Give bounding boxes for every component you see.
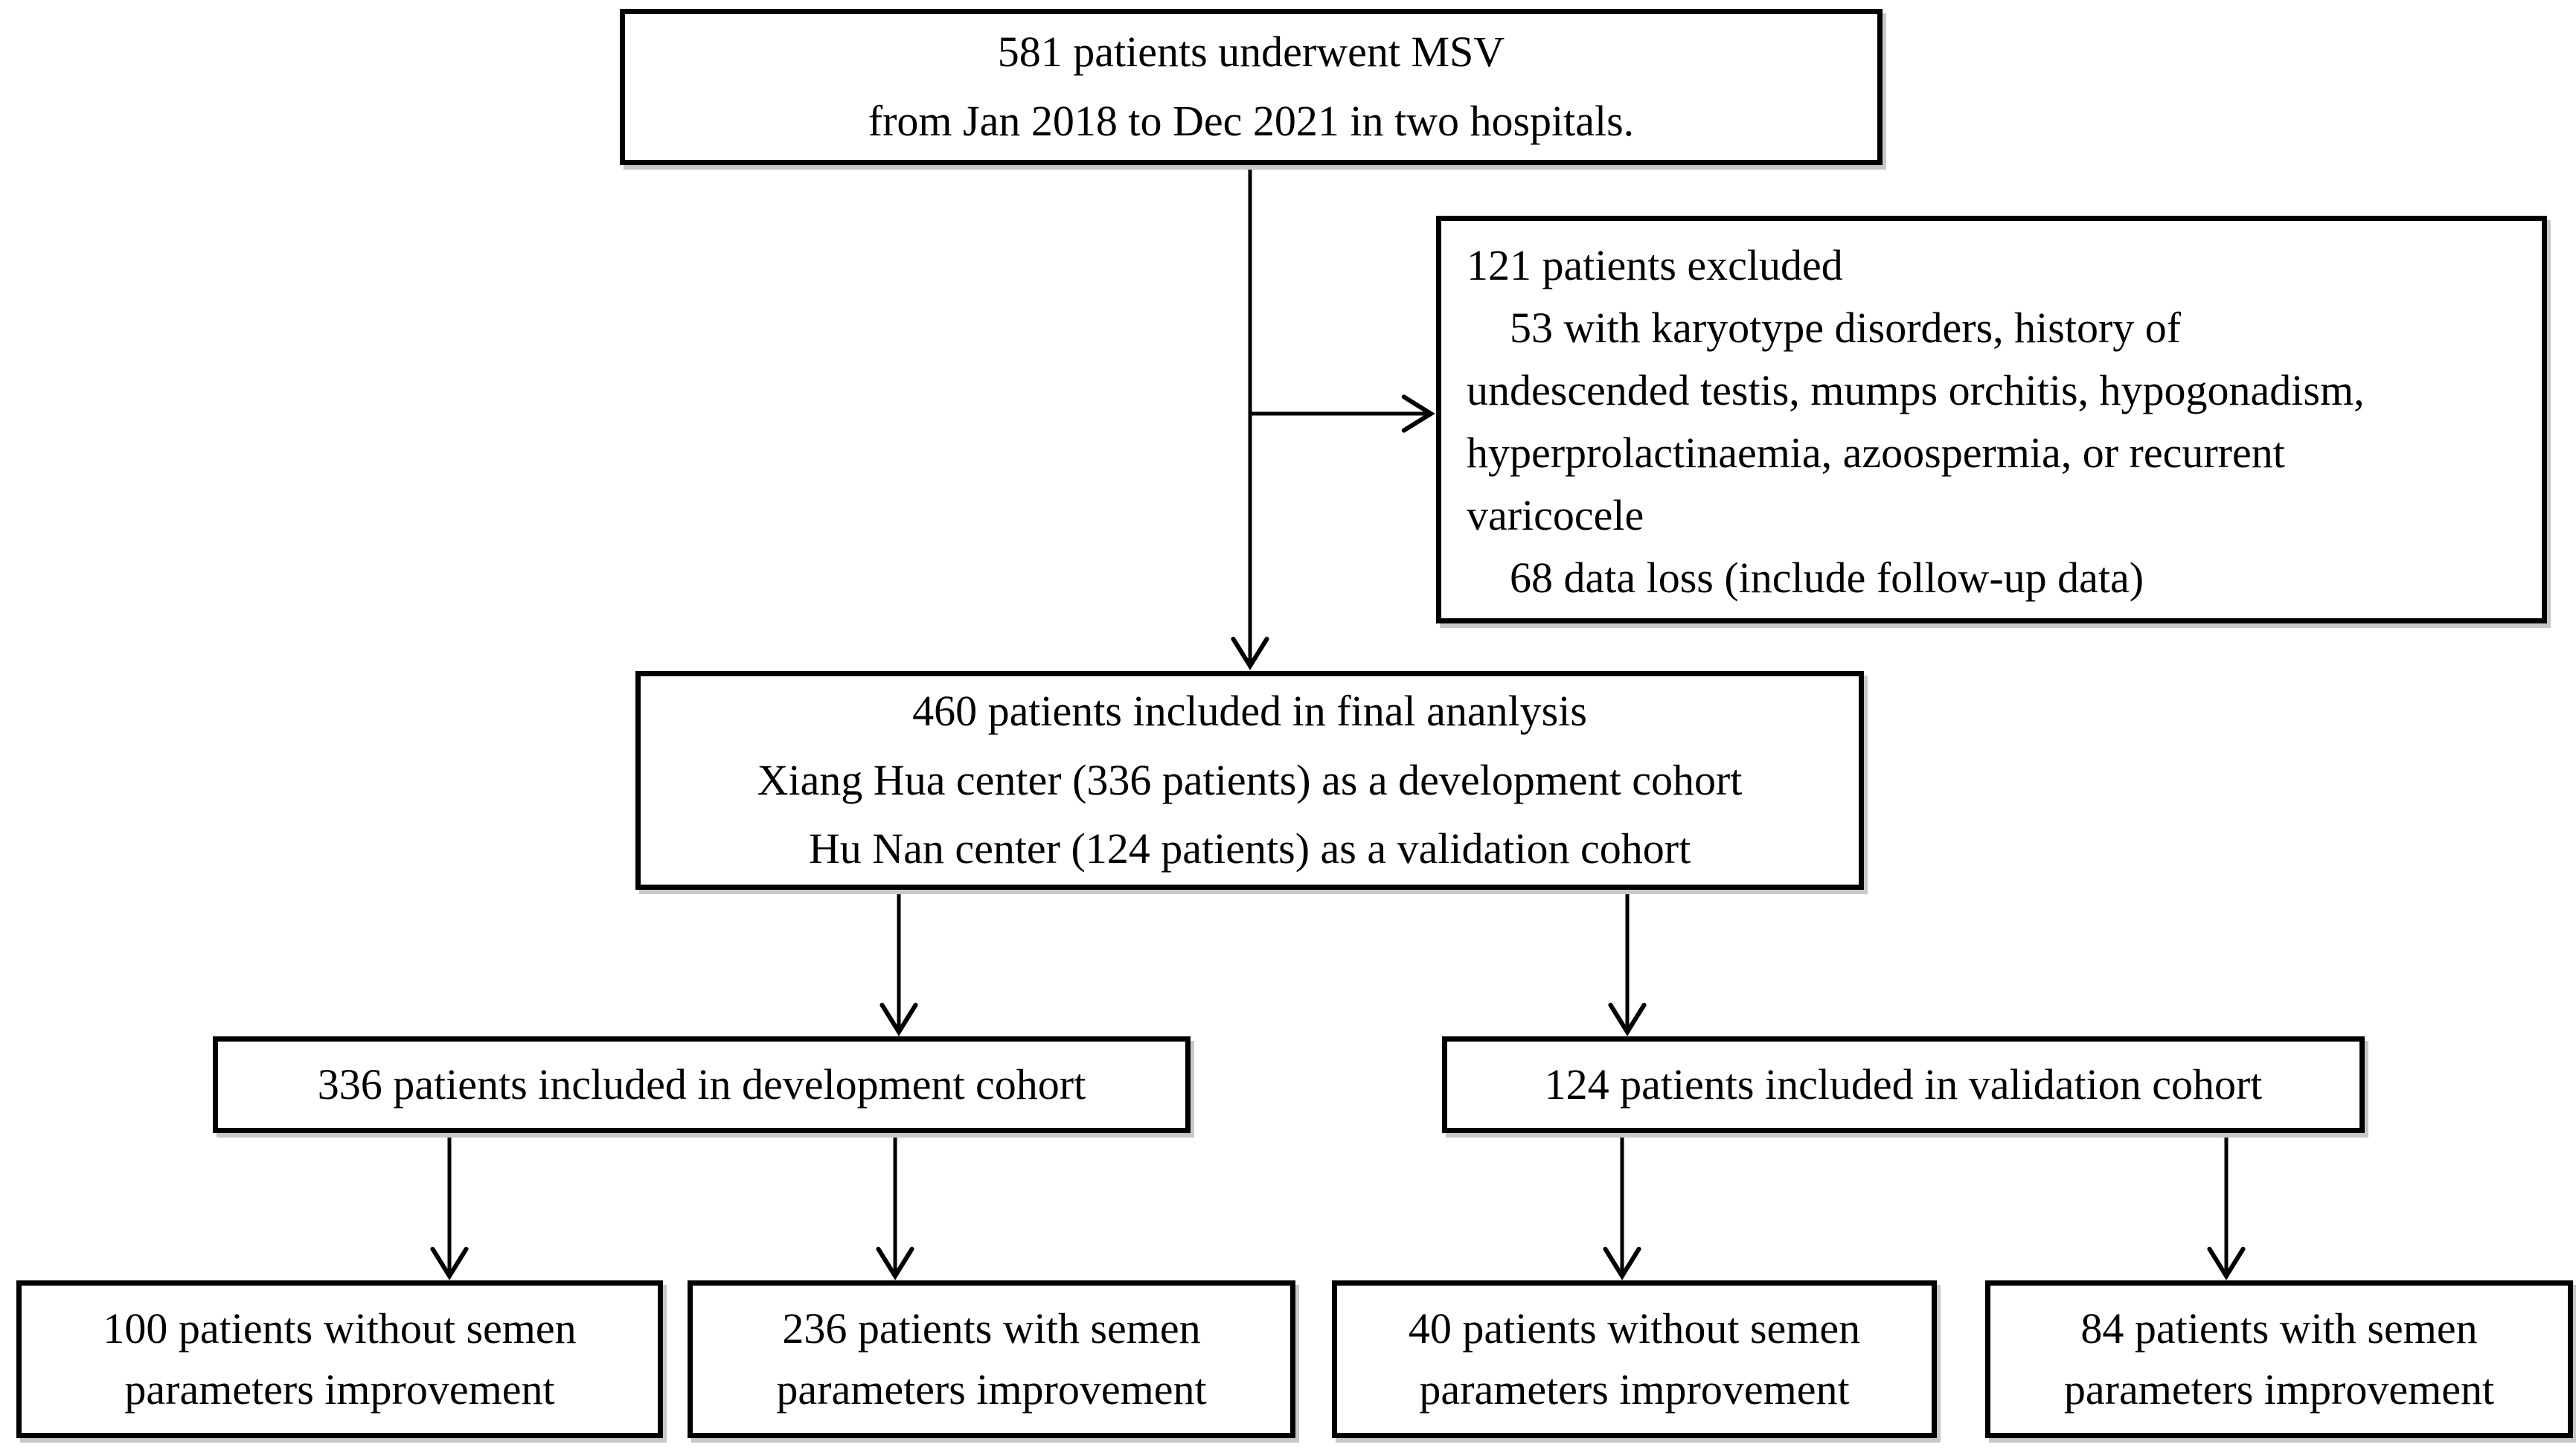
node-dev-with-improvement: 236 patients with semen parameters impro… bbox=[688, 1280, 1295, 1438]
node-patients-underwent-msv: 581 patients underwent MSV from Jan 2018… bbox=[620, 9, 1883, 165]
node-validation-cohort: 124 patients included in validation coho… bbox=[1442, 1036, 2365, 1133]
node-val-with-improvement: 84 patients with semen parameters improv… bbox=[1985, 1280, 2573, 1438]
node-development-cohort: 336 patients included in development coh… bbox=[213, 1036, 1191, 1133]
node-val-without-improvement: 40 patients without semen parameters imp… bbox=[1332, 1280, 1937, 1438]
node-patients-excluded: 121 patients excluded 53 with karyotype … bbox=[1436, 216, 2547, 623]
node-final-analysis: 460 patients included in final ananlysis… bbox=[635, 671, 1864, 890]
node-dev-without-improvement: 100 patients without semen parameters im… bbox=[16, 1280, 663, 1438]
